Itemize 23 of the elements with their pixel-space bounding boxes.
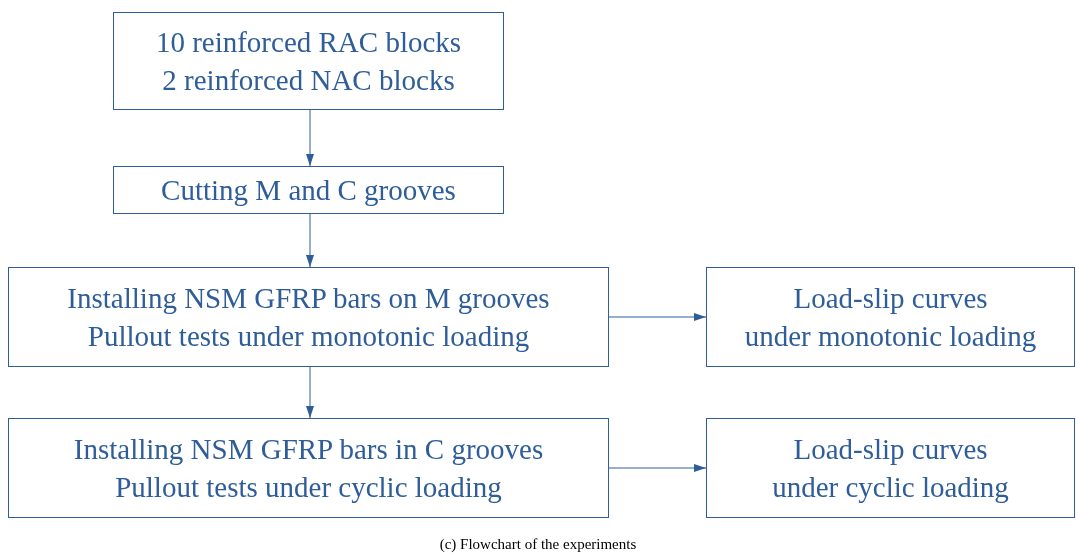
process-box — [113, 12, 504, 110]
box-text: 10 reinforced RAC blocks — [155, 25, 462, 60]
arrow — [608, 313, 707, 321]
box-text: Load-slip curves — [793, 432, 988, 467]
box-text: Load-slip curves — [793, 281, 988, 316]
process-box — [706, 267, 1075, 367]
box-text: Installing NSM GFRP bars on M grooves — [67, 281, 550, 316]
box-text: under cyclic loading — [772, 470, 1009, 505]
box-text: Pullout tests under cyclic loading — [115, 470, 502, 505]
box-text: Pullout tests under monotonic loading — [87, 319, 530, 354]
arrow — [306, 213, 314, 268]
box-text: Installing NSM GFRP bars in C grooves — [73, 432, 544, 467]
arrow — [608, 464, 707, 472]
box-text: under monotonic loading — [744, 319, 1037, 354]
box-text: Cutting M and C grooves — [161, 173, 456, 208]
arrow — [306, 109, 314, 167]
process-box — [706, 418, 1075, 518]
arrow — [306, 366, 314, 419]
caption: (c) Flowchart of the experiments — [438, 535, 638, 554]
process-box — [113, 166, 504, 214]
process-box — [8, 418, 609, 518]
box-text: 2 reinforced NAC blocks — [162, 63, 455, 98]
process-box — [8, 267, 609, 367]
